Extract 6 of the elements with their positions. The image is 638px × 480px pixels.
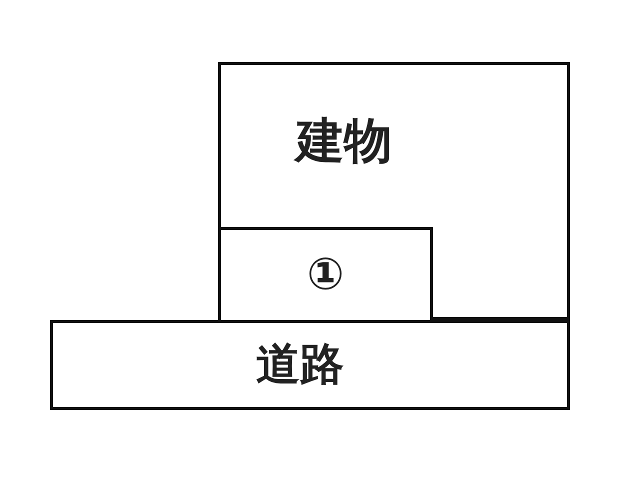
area-number: ①	[306, 253, 344, 297]
building-box	[218, 62, 570, 320]
building-label: 建物	[296, 117, 392, 165]
road-label: 道路	[256, 343, 344, 387]
area-box	[218, 227, 433, 323]
road-box	[50, 320, 570, 410]
